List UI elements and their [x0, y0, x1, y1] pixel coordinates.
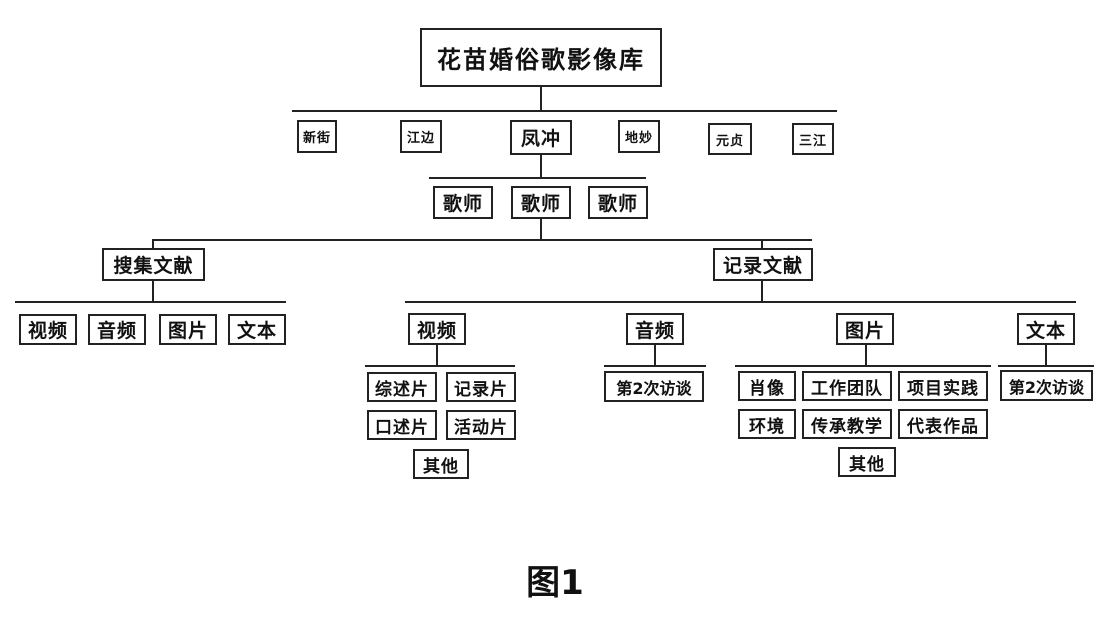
image-leaf-node: 工作团队	[802, 371, 892, 401]
village-node: 凤冲	[510, 120, 572, 155]
recorded-audio-node: 音频	[626, 313, 684, 345]
singer-node: 歌师	[588, 186, 648, 219]
text-leaf-node: 第2次访谈	[1000, 370, 1093, 401]
recorded-text-node: 文本	[1017, 313, 1075, 345]
village-node: 地妙	[618, 120, 660, 153]
image-leaf-node: 项目实践	[898, 371, 988, 401]
image-leaf-node: 肖像	[738, 371, 796, 401]
collected-item-node: 图片	[159, 314, 217, 345]
recorded-image-node: 图片	[836, 313, 894, 345]
video-leaf-node: 活动片	[446, 410, 516, 440]
image-leaf-node: 代表作品	[898, 409, 988, 439]
root-node: 花苗婚俗歌影像库	[420, 28, 662, 87]
collected-item-node: 视频	[19, 314, 77, 345]
collected-item-node: 音频	[88, 314, 146, 345]
video-leaf-node: 综述片	[367, 372, 437, 402]
village-node: 元贞	[708, 123, 752, 155]
collected-item-node: 文本	[228, 314, 286, 345]
image-leaf-node: 传承教学	[802, 409, 892, 439]
recorded-docs-node: 记录文献	[713, 248, 813, 281]
village-node: 江边	[400, 120, 442, 153]
village-node: 新街	[297, 120, 337, 153]
singer-node: 歌师	[511, 186, 571, 219]
recorded-video-node: 视频	[408, 313, 466, 345]
image-leaf-node: 环境	[738, 409, 796, 439]
collected-docs-node: 搜集文献	[102, 248, 205, 281]
video-leaf-node: 其他	[413, 449, 469, 479]
figure-caption: 图1	[526, 562, 584, 603]
video-leaf-node: 口述片	[367, 410, 437, 440]
image-leaf-node: 其他	[838, 447, 896, 477]
video-leaf-node: 记录片	[446, 372, 516, 402]
village-node: 三江	[792, 123, 834, 155]
singer-node: 歌师	[433, 186, 493, 219]
audio-leaf-node: 第2次访谈	[604, 371, 704, 402]
